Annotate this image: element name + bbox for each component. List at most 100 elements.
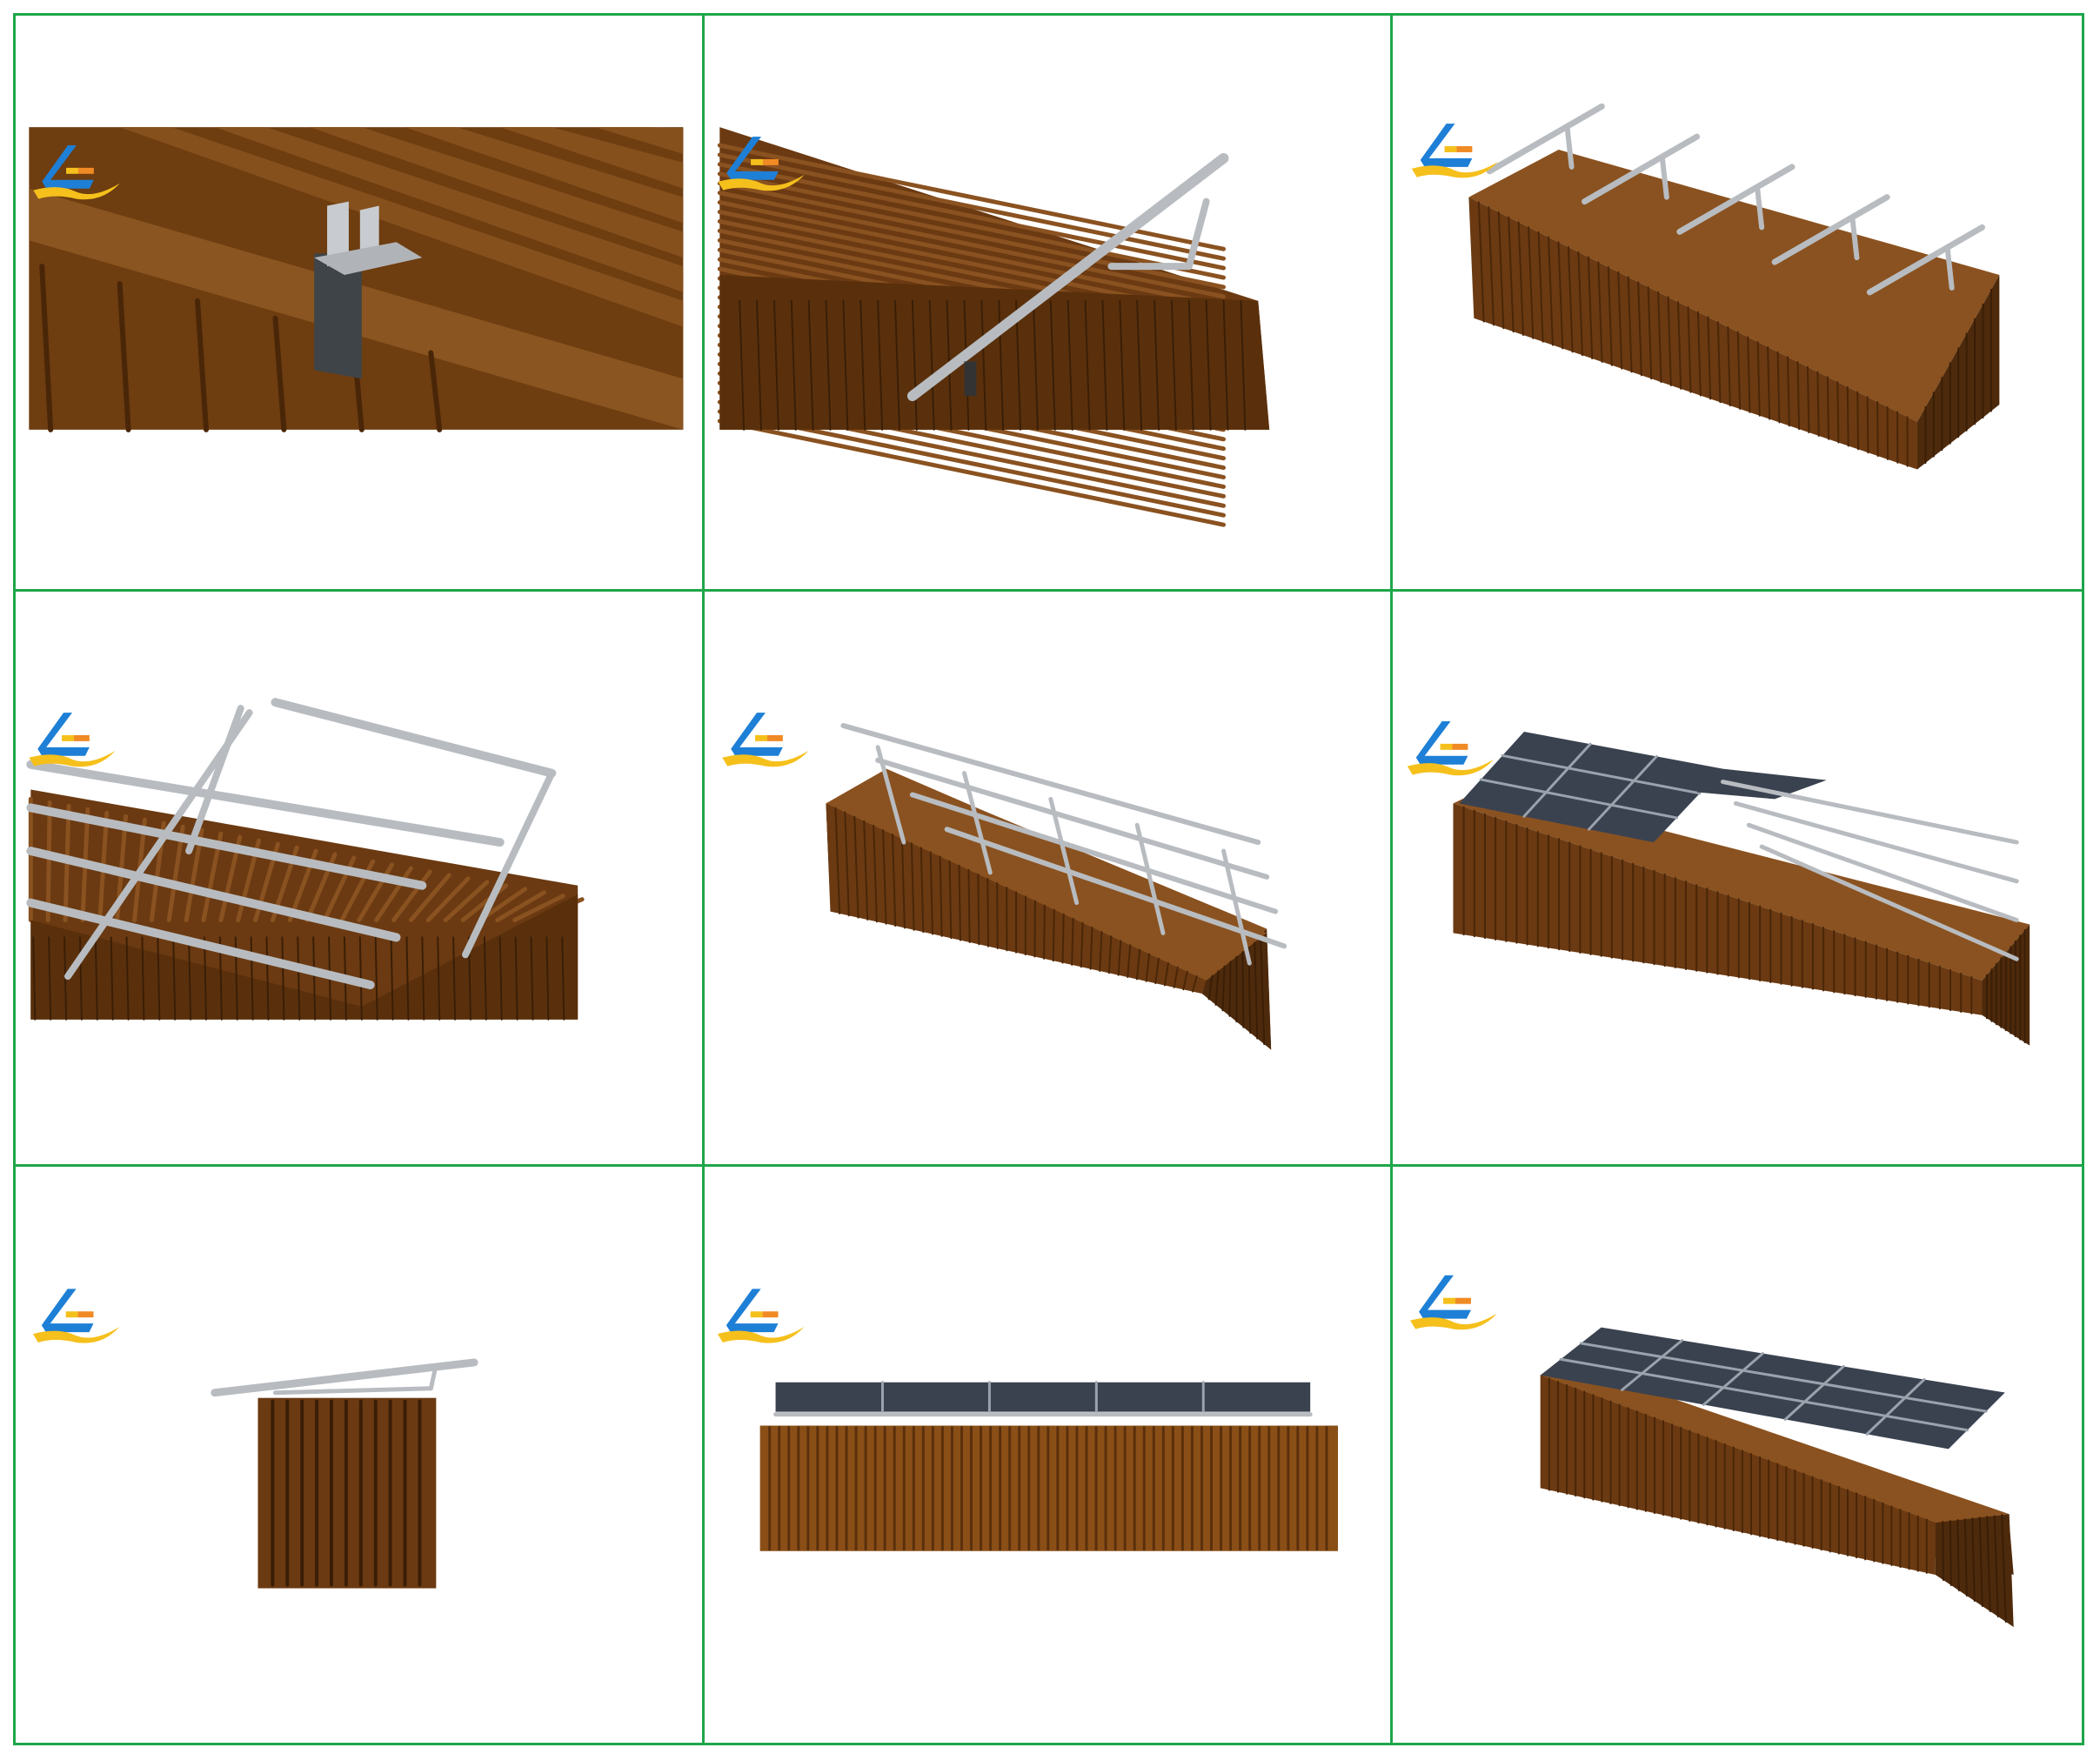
panel-frame — [1559, 1358, 1970, 1432]
side-rib — [265, 936, 270, 1021]
bracket-strut — [272, 1386, 433, 1396]
bracket-leg — [1755, 185, 1765, 231]
side-rib — [772, 299, 779, 431]
side-rib — [790, 299, 797, 431]
side-rib — [1187, 299, 1194, 431]
bracket — [961, 770, 993, 875]
container-rib — [1508, 216, 1515, 333]
container-rib — [1657, 291, 1662, 384]
rail — [271, 697, 557, 778]
side-rib — [738, 299, 745, 431]
panel-frame — [1480, 778, 1679, 820]
tilt-bracket-rail — [1582, 133, 1701, 205]
render-7 — [32, 1289, 478, 1589]
container-rib — [1628, 276, 1633, 373]
container-rib — [1747, 336, 1751, 413]
container-rib — [1737, 331, 1742, 411]
container-rib — [1950, 1520, 1953, 1587]
logo-mark — [1455, 1298, 1472, 1305]
container-rib — [1528, 226, 1535, 339]
side-rib — [1205, 299, 1212, 431]
rail — [874, 757, 1269, 880]
clamp-tab — [327, 201, 349, 267]
panel-frame — [1501, 753, 1702, 794]
rail — [26, 760, 505, 847]
container-rib — [1478, 201, 1485, 323]
side-rib — [876, 299, 883, 431]
tilt-bracket-rail — [1867, 224, 1986, 296]
side-rib — [203, 936, 207, 1021]
container-rib — [1126, 943, 1131, 978]
roof-corrugation — [443, 879, 490, 922]
container-rib — [1608, 265, 1614, 366]
company-logo-icon — [29, 712, 116, 767]
roof-corrugation — [717, 171, 1226, 280]
render-9 — [1410, 1276, 2015, 1628]
side-rib — [452, 936, 457, 1021]
container-rib — [1836, 381, 1840, 444]
company-logo-icon — [721, 712, 809, 767]
logo-mark — [754, 734, 767, 741]
side-rib — [172, 936, 177, 1021]
roof-corrugation — [408, 873, 451, 922]
logo-mark — [762, 1311, 779, 1318]
side-rib — [1240, 299, 1246, 431]
logo-mark — [65, 1311, 78, 1318]
container-rib — [1964, 1518, 1969, 1597]
panel-5-rails-on-container — [704, 591, 1394, 1168]
container-rib — [1677, 301, 1682, 390]
side-rib — [390, 936, 394, 1021]
container-rib — [1796, 361, 1801, 431]
panel-frame — [1522, 742, 1592, 818]
roof-corrugation — [512, 893, 565, 922]
side-rib — [807, 299, 814, 431]
container-rib — [1259, 936, 1265, 1045]
container-rib — [920, 846, 924, 933]
panel-frame — [1580, 1342, 1988, 1413]
side-rib — [483, 936, 487, 1021]
container-rib — [844, 811, 850, 916]
panel-8-side-view — [705, 1167, 1394, 1743]
side-rib — [1067, 299, 1073, 431]
logo-mark — [42, 145, 94, 189]
container-rib — [1214, 969, 1220, 1006]
container-rib — [1867, 396, 1869, 454]
rail — [944, 826, 1287, 948]
container-rib — [1191, 974, 1198, 993]
container-rib — [1856, 391, 1860, 451]
side-rib — [1153, 299, 1160, 431]
panel-frame — [1621, 1339, 1684, 1392]
container-rib — [1597, 261, 1603, 363]
image-grid — [13, 13, 2084, 1745]
container-rib — [1221, 965, 1226, 1011]
roof-corrugation — [425, 876, 471, 922]
render-5 — [721, 712, 1287, 1050]
side-rib — [157, 936, 161, 1021]
side-rib — [141, 936, 145, 1021]
container-rib — [834, 807, 840, 914]
container-rib — [1637, 281, 1643, 377]
container-rib — [986, 877, 989, 947]
side-rib — [1032, 299, 1039, 431]
roof-corrugation — [374, 866, 413, 922]
side-rib — [195, 298, 209, 432]
container-rib — [1089, 926, 1093, 970]
container-rib — [2001, 1514, 2008, 1624]
side-rib — [117, 280, 131, 432]
side-rib — [980, 299, 986, 431]
logo-mark — [1416, 720, 1468, 765]
logo-swoosh — [717, 1327, 805, 1343]
roof-corrugation — [214, 127, 684, 292]
logo-mark — [1452, 743, 1468, 750]
container-rib — [1163, 961, 1169, 987]
roof-corrugation — [495, 889, 546, 922]
side-rib — [272, 315, 287, 432]
side-rib — [125, 936, 130, 1021]
container-rib — [939, 855, 943, 937]
side-rib — [893, 299, 900, 431]
roof-corrugation — [717, 191, 1226, 299]
container-rib — [929, 851, 933, 935]
side-rib — [561, 936, 565, 1021]
container-rib — [1042, 904, 1046, 960]
container-rib — [1667, 296, 1673, 386]
